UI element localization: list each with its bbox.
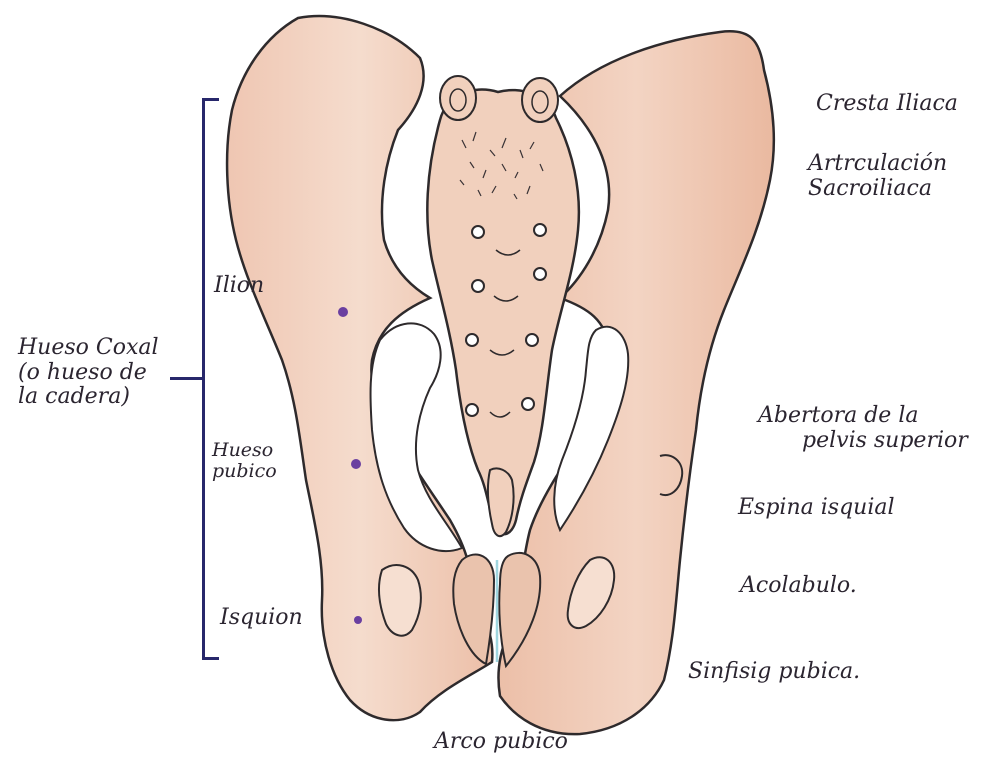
isquion-marker <box>354 616 362 624</box>
label-articulacion-sacroiliaca: Artrculación Sacroiliaca <box>808 152 947 201</box>
label-arco-pubico: Arco pubico <box>434 730 568 755</box>
left-sacral-process <box>440 76 476 120</box>
label-acetabulo: Acolabulo. <box>740 574 857 599</box>
label-espina-isquial: Espina isquial <box>738 496 895 521</box>
label-cresta-iliaca: Cresta Iliaca <box>816 92 958 117</box>
right-sacral-process <box>522 78 558 122</box>
sacrum <box>427 90 579 535</box>
label-isquion: Isquion <box>220 606 303 631</box>
label-abertura-pelvis: Abertora de la pelvis superior <box>758 404 968 453</box>
coxal-bracket-tick <box>170 377 204 380</box>
label-hueso-coxal: Hueso Coxal (o hueso de la cadera) <box>18 336 159 410</box>
label-hueso-pubico: Hueso pubico <box>212 440 277 483</box>
ilion-marker <box>338 307 348 317</box>
pubic-marker <box>351 459 361 469</box>
coxal-bracket <box>202 98 219 660</box>
label-sinfisis-pubica: Sinfisig pubica. <box>688 660 860 685</box>
label-ilion: Ilion <box>214 274 264 299</box>
